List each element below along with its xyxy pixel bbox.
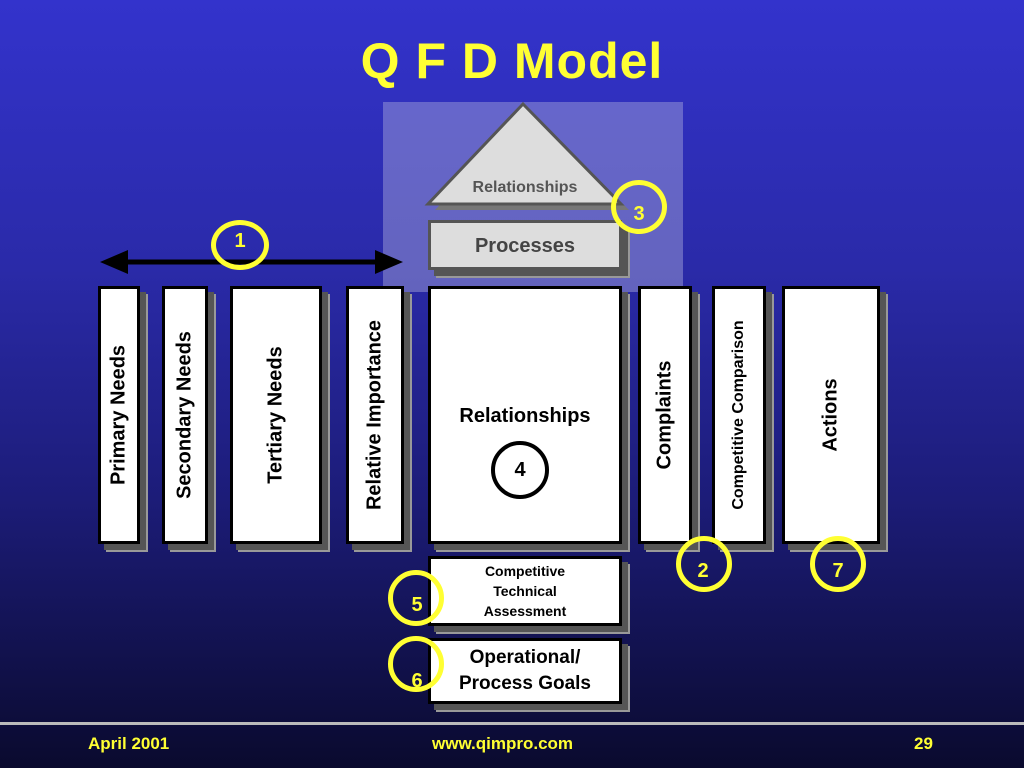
- assessment-line-3: Assessment: [483, 603, 567, 619]
- complaints-label: Complaints: [653, 360, 676, 470]
- marker-3-number: 3: [633, 203, 645, 225]
- marker-4-number: 4: [514, 459, 526, 481]
- marker-2-circle: [676, 536, 732, 592]
- marker-1-number: 1: [234, 230, 246, 252]
- marker-1-circle: [211, 220, 269, 270]
- competitive-comparison-column: Competitive Comparison: [712, 286, 766, 544]
- slide-title: Q F D Model: [360, 33, 664, 89]
- processes-label: Processes: [474, 235, 576, 257]
- tertiary-needs-column: Tertiary Needs: [230, 286, 322, 544]
- marker-4-circle: [491, 441, 549, 499]
- actions-label: Actions: [819, 378, 842, 452]
- marker-2-number: 2: [697, 560, 709, 582]
- footer-date: April 2001: [88, 734, 170, 753]
- complaints-column: Complaints: [638, 286, 692, 544]
- relative-importance-column: Relative Importance: [346, 286, 404, 544]
- roof-triangle: [424, 101, 629, 210]
- actions-column: Actions: [782, 286, 880, 544]
- competitive-technical-assessment-box: Competitive Technical Assessment: [428, 556, 622, 626]
- tertiary-needs-label: Tertiary Needs: [264, 346, 287, 484]
- roof-label: Relationships: [472, 179, 578, 196]
- footer-url: www.qimpro.com: [432, 734, 574, 753]
- relative-importance-label: Relative Importance: [363, 319, 386, 511]
- marker-5-circle: [388, 570, 444, 626]
- assessment-line-2: Technical: [493, 583, 557, 599]
- relationships-matrix-label: Relationships: [459, 405, 591, 427]
- primary-needs-label: Primary Needs: [107, 344, 130, 486]
- marker-6-circle: [388, 636, 444, 692]
- assessment-line-1: Competitive: [484, 563, 566, 579]
- competitive-comparison-label: Competitive Comparison: [730, 320, 747, 510]
- goals-line-1: Operational/: [469, 647, 581, 668]
- footer-divider: [0, 722, 1024, 725]
- processes-box: Processes: [428, 220, 622, 270]
- marker-7-number: 7: [832, 560, 844, 582]
- footer-page-number: 29: [914, 734, 933, 753]
- goals-line-2: Process Goals: [458, 673, 592, 694]
- marker-6-number: 6: [411, 670, 423, 692]
- primary-needs-column: Primary Needs: [98, 286, 140, 544]
- marker-5-number: 5: [411, 594, 423, 616]
- relationships-matrix: Relationships: [428, 286, 622, 544]
- operational-process-goals-box: Operational/ Process Goals: [428, 638, 622, 704]
- secondary-needs-label: Secondary Needs: [173, 331, 196, 499]
- secondary-needs-column: Secondary Needs: [162, 286, 208, 544]
- marker-3-circle: [611, 180, 667, 234]
- marker-7-circle: [810, 536, 866, 592]
